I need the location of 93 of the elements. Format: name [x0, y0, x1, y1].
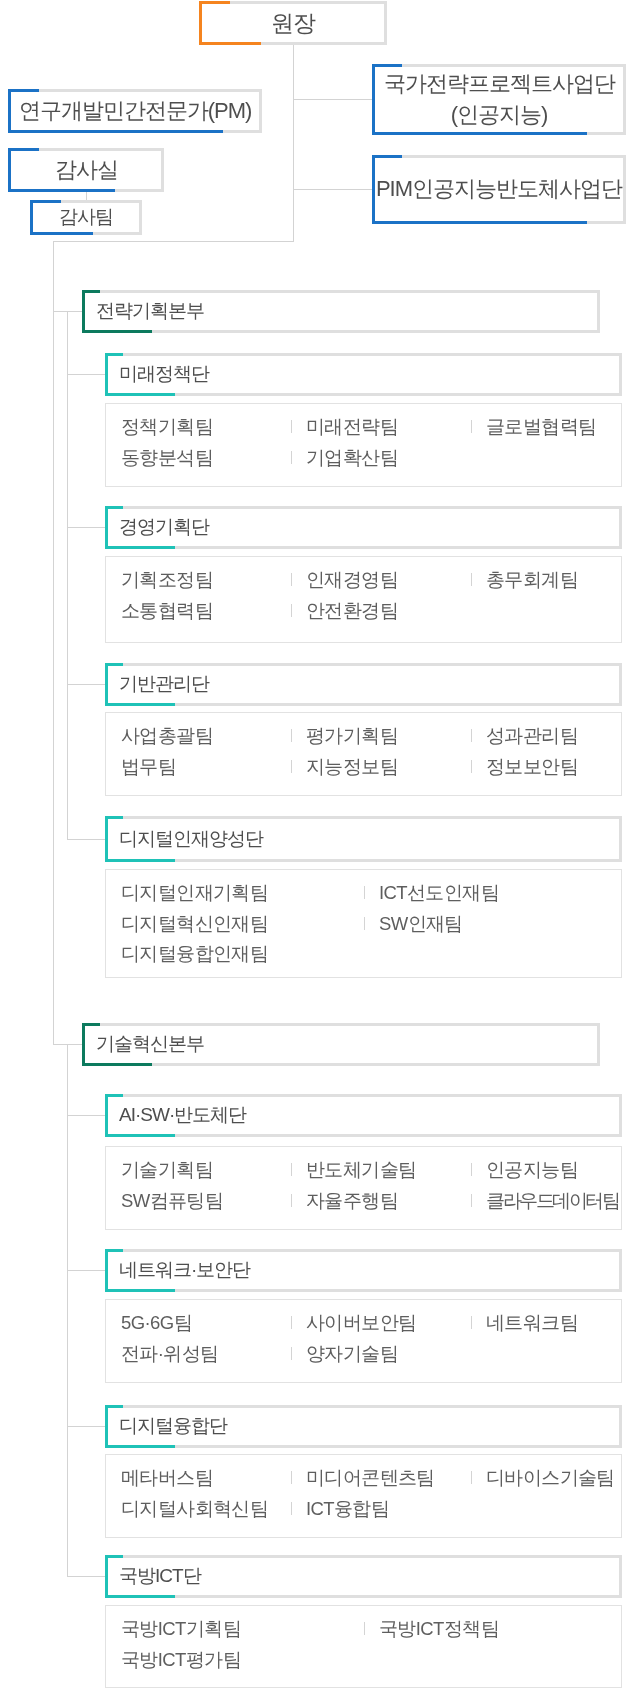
connector-line — [53, 311, 68, 312]
connector-line — [53, 241, 294, 242]
connector-line — [67, 1270, 106, 1271]
team-name: 기업확산팀 — [306, 445, 398, 470]
connector-line — [67, 1576, 106, 1577]
division-box: 기술혁신본부 — [82, 1023, 600, 1066]
team-name: 국방ICT정책팀 — [379, 1617, 499, 1641]
org-box: 원장 — [199, 1, 387, 45]
org-box: 연구개발민간전문가(PM) — [8, 89, 262, 133]
team-name: 5G·6G팀 — [121, 1311, 192, 1335]
team-list-panel — [105, 1299, 622, 1383]
team-list-panel — [105, 712, 622, 796]
team-name: 인재경영팀 — [306, 568, 398, 592]
team-list-panel — [105, 1146, 622, 1230]
team-name: 법무팀 — [121, 754, 177, 779]
team-list-panel — [105, 556, 622, 643]
team-name: 총무회계팀 — [486, 568, 578, 592]
team-name: 기획조정팀 — [121, 568, 213, 592]
connector-line — [67, 374, 68, 528]
connector-line — [67, 1115, 106, 1116]
team-name: 기술기획팀 — [121, 1158, 213, 1182]
team-name: 동향분석팀 — [121, 445, 213, 470]
team-name: 전파·위성팀 — [121, 1341, 219, 1366]
team-list-panel — [105, 869, 622, 978]
team-name: 디지털혁신인재팀 — [121, 911, 269, 936]
connector-line — [67, 1044, 68, 1116]
team-name: ICT선도인재팀 — [379, 881, 499, 905]
org-box: PIM인공지능반도체사업단 — [372, 155, 626, 224]
connector-line — [67, 527, 106, 528]
connector-line — [293, 44, 294, 100]
team-name: 메타버스팀 — [121, 1466, 213, 1490]
team-name: 네트워크팀 — [486, 1311, 578, 1335]
connector-line — [53, 1044, 68, 1045]
org-box: 감사팀 — [30, 200, 142, 235]
connector-line — [67, 684, 68, 840]
unit-box: 기반관리단 — [105, 663, 622, 706]
team-name: ICT융합팀 — [306, 1496, 390, 1521]
org-box: 국가전략프로젝트사업단 (인공지능) — [372, 64, 626, 135]
unit-box: 디지털융합단 — [105, 1405, 622, 1448]
team-name: SW인재팀 — [379, 911, 463, 936]
connector-line — [67, 1270, 68, 1427]
team-name: 반도체기술팀 — [306, 1158, 417, 1182]
team-name: 정책기획팀 — [121, 415, 213, 439]
team-name: 자율주행팀 — [306, 1188, 398, 1213]
team-name: 인공지능팀 — [486, 1158, 578, 1182]
team-list-panel — [105, 1454, 622, 1538]
connector-line — [67, 1115, 68, 1271]
team-name: 디지털사회혁신팀 — [121, 1496, 269, 1521]
unit-box: 네트워크·보안단 — [105, 1249, 622, 1292]
connector-line — [67, 1426, 106, 1427]
connector-line — [67, 1426, 68, 1577]
unit-box: 경영기획단 — [105, 506, 622, 549]
team-name: 사이버보안팀 — [306, 1311, 417, 1335]
team-name: 국방ICT기획팀 — [121, 1617, 241, 1641]
team-name: 정보보안팀 — [486, 754, 578, 779]
connector-line — [53, 241, 54, 312]
team-name: 지능정보팀 — [306, 754, 398, 779]
team-list-panel — [105, 1605, 622, 1688]
team-name: 성과관리팀 — [486, 724, 578, 748]
unit-box: 국방ICT단 — [105, 1555, 622, 1598]
team-name: 평가기획팀 — [306, 724, 398, 748]
team-name: SW컴퓨팅팀 — [121, 1188, 224, 1213]
org-box: 감사실 — [8, 148, 164, 192]
connector-line — [67, 311, 68, 375]
connector-line — [67, 1044, 83, 1045]
unit-box: 디지털인재양성단 — [105, 816, 622, 862]
team-name: 디바이스기술팀 — [486, 1466, 615, 1490]
connector-line — [293, 99, 373, 100]
connector-line — [293, 99, 294, 190]
team-name: 소통협력팀 — [121, 598, 213, 623]
team-name: 미래전략팀 — [306, 415, 398, 439]
unit-box: AI·SW·반도체단 — [105, 1094, 622, 1137]
team-name: 국방ICT평가팀 — [121, 1647, 241, 1672]
team-name: 안전환경팀 — [306, 598, 398, 623]
connector-line — [86, 191, 87, 201]
team-name: 디지털인재기획팀 — [121, 881, 269, 905]
connector-line — [293, 189, 373, 190]
team-name: 양자기술팀 — [306, 1341, 398, 1366]
team-name: 미디어콘텐츠팀 — [306, 1466, 435, 1490]
team-name: 디지털융합인재팀 — [121, 942, 269, 966]
connector-line — [53, 311, 54, 1045]
team-name: 클라우드데이터팀 — [486, 1188, 619, 1213]
connector-line — [67, 527, 68, 685]
team-name: 사업총괄팀 — [121, 724, 213, 748]
team-name: 글로벌협력팀 — [486, 415, 597, 439]
connector-line — [67, 311, 83, 312]
connector-line — [67, 374, 106, 375]
connector-line — [67, 839, 106, 840]
connector-line — [293, 189, 294, 242]
connector-line — [67, 684, 106, 685]
team-list-panel — [105, 403, 622, 487]
unit-box: 미래정책단 — [105, 353, 622, 396]
division-box: 전략기획본부 — [82, 290, 600, 333]
